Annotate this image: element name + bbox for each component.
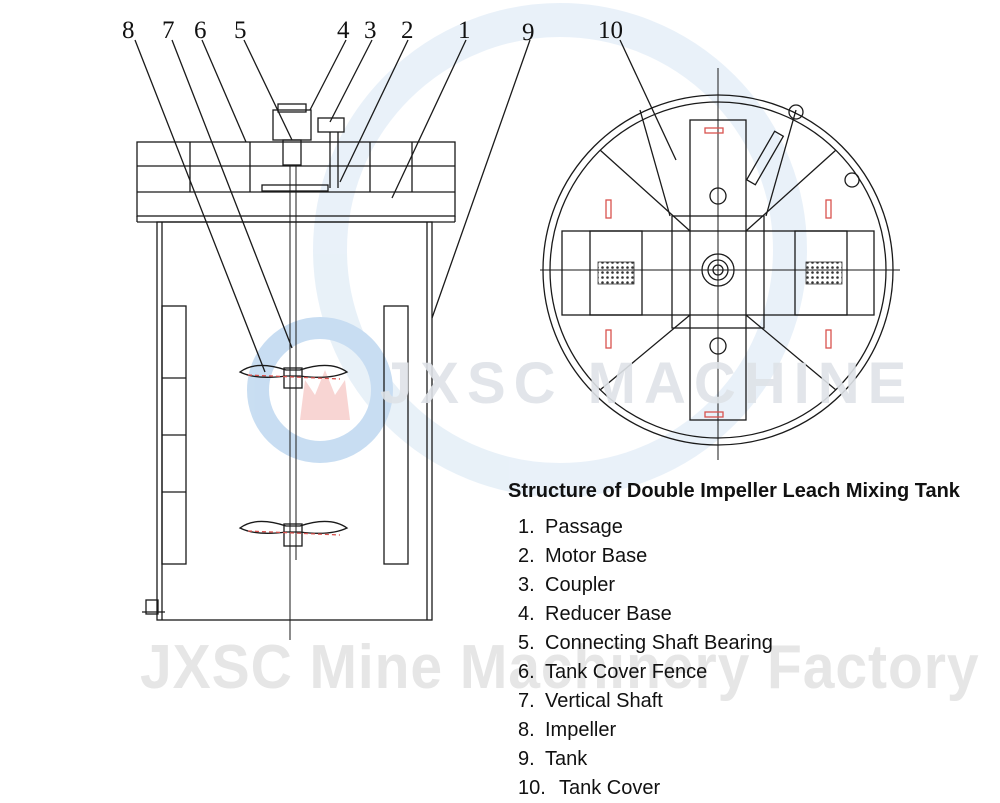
callout-1: 1	[458, 17, 471, 44]
legend-item: 3.Coupler	[518, 574, 616, 596]
callout-9: 9	[522, 19, 535, 46]
callout-6: 6	[194, 17, 207, 44]
callout-4: 4	[337, 17, 350, 44]
legend-item: 9.Tank	[518, 748, 588, 770]
legend-item: 1.Passage	[518, 516, 623, 538]
legend-list: 1.Passage 2.Motor Base 3.Coupler 4.Reduc…	[518, 513, 960, 803]
callout-10: 10	[598, 17, 623, 44]
tank-body	[156, 221, 433, 621]
legend-item: 2.Motor Base	[518, 545, 648, 567]
legend-item: 8.Impeller	[518, 719, 617, 741]
reducer	[317, 117, 345, 133]
upper-impeller	[238, 364, 349, 378]
legend-item: 6.Tank Cover Fence	[518, 661, 708, 683]
legend-item: 7.Vertical Shaft	[518, 690, 663, 712]
legend-item: 10.Tank Cover	[518, 777, 661, 799]
callout-7: 7	[162, 17, 175, 44]
callout-3: 3	[364, 17, 377, 44]
lower-impeller	[238, 520, 349, 534]
callout-5: 5	[234, 17, 247, 44]
legend-item: 4.Reducer Base	[518, 603, 672, 625]
legend-item: 5.Connecting Shaft Bearing	[518, 632, 773, 654]
legend: Structure of Double Impeller Leach Mixin…	[508, 480, 960, 803]
motor	[272, 109, 312, 141]
watermark-bottom-text: JXSC Mine Machinery Factory	[140, 633, 980, 702]
callout-8: 8	[122, 17, 135, 44]
watermark-logo	[247, 3, 807, 497]
callout-2: 2	[401, 17, 414, 44]
watermark-center-text: JXSC MACHINE	[380, 351, 915, 416]
legend-title: Structure of Double Impeller Leach Mixin…	[508, 480, 960, 502]
